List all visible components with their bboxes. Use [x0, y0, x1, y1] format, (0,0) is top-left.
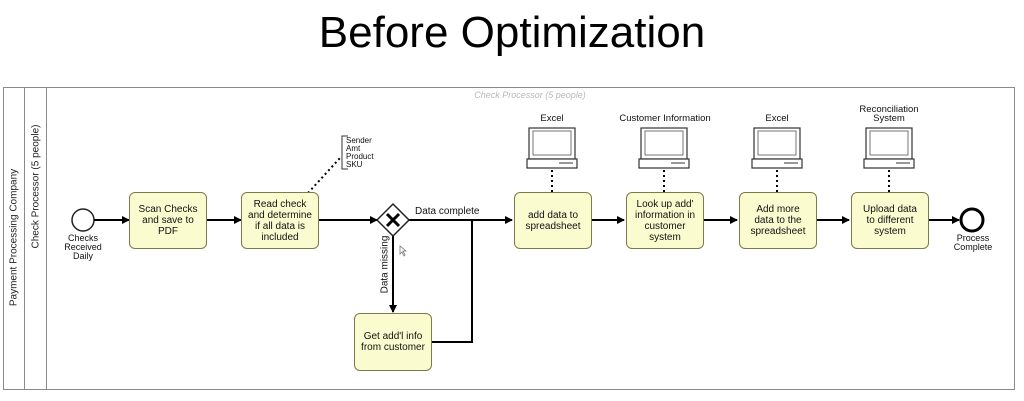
exclusive-gateway-icon[interactable] [375, 202, 411, 238]
task-upload-data[interactable]: Upload data to different system [851, 192, 929, 249]
task-read-check[interactable]: Read check and determine if all data is … [241, 192, 319, 249]
task-add-data[interactable]: add data to spreadsheet [514, 192, 592, 249]
cursor-icon [399, 245, 408, 257]
flow-label-data-missing: Data missing [379, 235, 391, 294]
start-event-label: Checks Received Daily [64, 233, 102, 261]
computer-monitor-icon [863, 127, 915, 169]
system-label-excel-1: Excel [540, 113, 564, 124]
start-event[interactable] [71, 208, 95, 232]
lane-watermark: Check Processor (5 people) [474, 90, 586, 100]
task-lookup-info[interactable]: Look up add' information in customer sys… [626, 192, 704, 249]
system-label-excel-2: Excel [765, 113, 789, 124]
flow-label-data-complete: Data complete [415, 206, 480, 217]
annotation-association [307, 157, 341, 194]
system-label-customer-info: Customer Information [619, 113, 711, 124]
flow-get-info-to-merge [432, 220, 473, 343]
end-event[interactable] [959, 207, 985, 233]
task-add-more-data[interactable]: Add more data to the spreadsheet [739, 192, 817, 249]
pool-label-strip: Payment Processing Company [3, 87, 25, 390]
task-scan-checks[interactable]: Scan Checks and save to PDF [129, 192, 207, 249]
data-annotation: Sender Amt Product SKU [346, 136, 374, 169]
slide-title: Before Optimization [318, 8, 706, 57]
system-label-reconciliation: Reconciliation System [859, 104, 919, 124]
task-get-info[interactable]: Get add'l info from customer [354, 313, 432, 371]
computer-monitor-icon [751, 127, 803, 169]
computer-monitor-icon [638, 127, 690, 169]
annotation-bracket [341, 135, 348, 170]
computer-monitor-icon [526, 127, 578, 169]
end-event-label: Process Complete [953, 233, 993, 252]
lane-label-strip: Check Processor (5 people) [25, 87, 47, 390]
